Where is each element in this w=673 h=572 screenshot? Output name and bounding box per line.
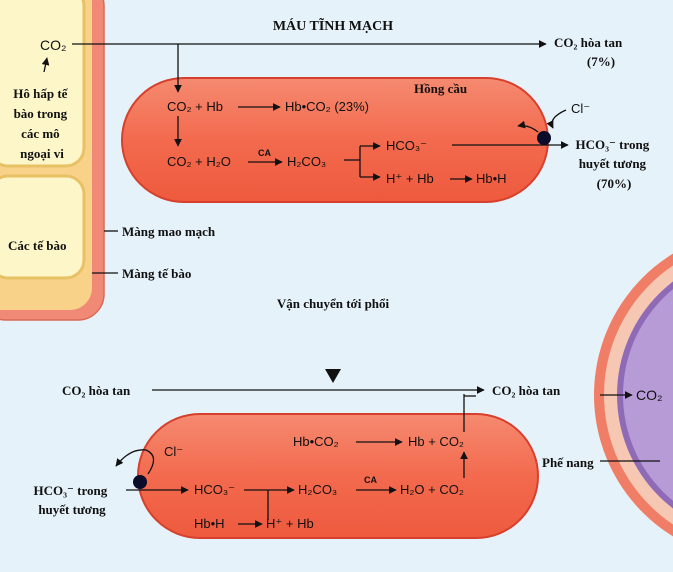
capillary-membrane-label: Màng mao mạch (122, 224, 216, 239)
dissolved-co2-right: CO₂ hòa tan (492, 383, 561, 398)
tissue-respiration-label: Hô hấp tế bào trong các mô ngoại vi (13, 86, 70, 161)
dissolved-co2-label: CO₂ hòa tan (554, 35, 623, 50)
tissue-co2-arrow (41, 57, 50, 73)
rx-hbh-bottom: Hb•H (194, 516, 225, 531)
anion-exchanger-bottom (133, 475, 147, 489)
rx-ca-top: CA (258, 148, 271, 158)
rx-hbco2: Hb•CO₂ (23%) (285, 99, 369, 114)
dissolved-co2-percent: (7%) (587, 54, 615, 69)
transport-down-marker (325, 369, 341, 383)
rx-hbco2-bottom: Hb•CO₂ (293, 434, 339, 449)
dissolved-co2-left: CO₂ hòa tan (62, 383, 131, 398)
rx-ca-bottom: CA (364, 475, 377, 485)
rx-h-hb-top: H⁺ + Hb (386, 171, 434, 186)
plasma-hco3-bottom: HCO₃⁻ trong huyết tương (34, 483, 111, 517)
cl-inflow-arrow (517, 120, 539, 133)
alveolus (594, 253, 673, 537)
rx-co2-h2o: CO₂ + H₂O (167, 154, 231, 169)
cl-export-arrow (115, 449, 155, 475)
transport-to-lungs: Vận chuyển tới phổi (277, 296, 390, 311)
alveolus-co2: CO₂ (636, 387, 662, 403)
cl-import-arrow (546, 109, 567, 129)
rx-hbh-top: Hb•H (476, 171, 507, 186)
venous-blood-title: MÁU TĨNH MẠCH (273, 16, 393, 34)
cell-membrane-label: Màng tế bào (122, 266, 191, 281)
plasma-hco3-top: HCO₃⁻ trong huyết tương (70%) (576, 137, 653, 191)
cells-label: Các tế bào (8, 238, 67, 253)
rx-hco3-bottom: HCO₃⁻ (194, 482, 235, 497)
rx-hco3-top: HCO₃⁻ (386, 138, 427, 153)
rx-h2o-co2-bottom: H₂O + CO₂ (400, 482, 464, 497)
rbc-label: Hồng cầu (414, 81, 467, 96)
rx-h2co3-bottom: H₂CO₃ (298, 482, 337, 497)
alveolus-label: Phế nang (542, 455, 594, 470)
cell-block (0, 174, 86, 280)
rx-h-hb-bottom: H⁺ + Hb (266, 516, 314, 531)
respiring-cell (0, 0, 86, 168)
rx-co2-hb: CO₂ + Hb (167, 99, 223, 114)
cl-top: Cl⁻ (571, 101, 590, 116)
rx-h2co3-top: H₂CO₃ (287, 154, 326, 169)
anion-exchanger-top (537, 131, 551, 145)
rx-hb-co2-bottom: Hb + CO₂ (408, 434, 464, 449)
tissue-co2: CO₂ (40, 37, 66, 53)
cl-bottom: Cl⁻ (164, 444, 183, 459)
